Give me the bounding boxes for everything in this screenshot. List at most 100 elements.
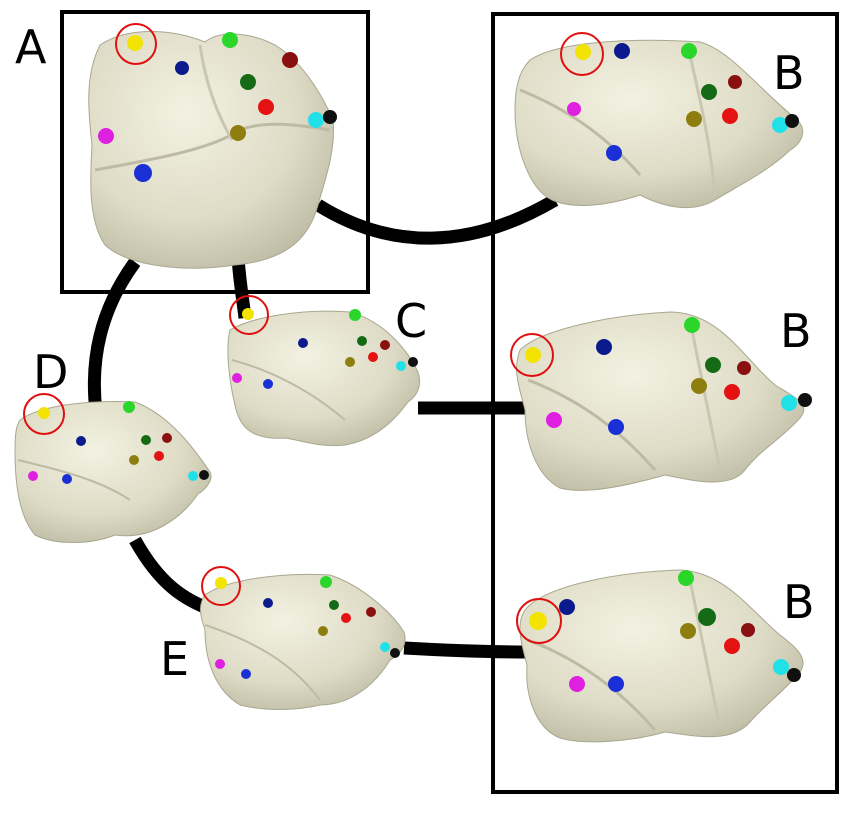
tooth-b-top <box>514 32 804 209</box>
landmark-magenta <box>98 128 114 144</box>
tooth-d-shape <box>14 401 212 543</box>
highlight-ring-b-top <box>560 32 604 76</box>
landmark-yellow <box>525 347 541 363</box>
tooth-b-top-landmarks <box>567 43 799 161</box>
landmark-dark-green <box>705 357 721 373</box>
landmark-olive <box>691 378 707 394</box>
landmark-olive <box>345 357 355 367</box>
landmark-blue <box>134 164 152 182</box>
landmark-black <box>798 393 812 407</box>
landmark-red <box>368 352 378 362</box>
landmark-navy <box>596 339 612 355</box>
tooth-b-bottom-landmarks <box>529 570 801 692</box>
landmark-black <box>199 470 209 480</box>
highlight-ring-b-bottom <box>516 598 562 644</box>
landmark-olive <box>230 125 246 141</box>
landmark-yellow <box>242 308 254 320</box>
landmark-cyan <box>772 117 788 133</box>
tooth-c-landmarks <box>232 308 418 389</box>
landmark-yellow <box>529 612 547 630</box>
tooth-a <box>88 23 337 269</box>
landmark-maroon <box>282 52 298 68</box>
tooth-e-shape <box>200 573 406 710</box>
tooth-c <box>227 295 421 447</box>
landmark-black <box>408 357 418 367</box>
landmark-green <box>349 309 361 321</box>
label-b-top: B <box>773 46 805 100</box>
landmark-yellow <box>38 407 50 419</box>
landmark-dark-green <box>357 336 367 346</box>
tooth-e-landmarks <box>215 576 400 679</box>
landmark-magenta <box>215 659 225 669</box>
landmark-navy <box>263 598 273 608</box>
connector-e-to-b-bottom <box>403 641 529 659</box>
landmark-red <box>154 451 164 461</box>
connectors <box>87 194 559 659</box>
landmark-blue <box>608 419 624 435</box>
landmark-navy <box>614 43 630 59</box>
label-d: D <box>33 345 68 399</box>
landmark-navy <box>298 338 308 348</box>
tooth-b-bottom-shape <box>519 569 804 743</box>
landmark-maroon <box>741 623 755 637</box>
tooth-e <box>200 566 406 710</box>
tooth-d <box>14 393 212 543</box>
landmark-green <box>123 401 135 413</box>
landmark-red <box>724 384 740 400</box>
label-c: C <box>395 294 427 348</box>
landmark-navy <box>559 599 575 615</box>
landmark-red <box>724 638 740 654</box>
landmark-dark-green <box>240 74 256 90</box>
landmark-magenta <box>569 676 585 692</box>
tooth-a-landmarks <box>98 32 337 182</box>
panel-labels: A B C B D B E <box>15 20 815 686</box>
tooth-b-middle-shape <box>516 311 805 491</box>
landmark-magenta <box>567 102 581 116</box>
landmark-magenta <box>28 471 38 481</box>
landmark-dark-green <box>141 435 151 445</box>
highlight-ring-e <box>201 566 241 606</box>
label-e: E <box>160 632 189 686</box>
landmark-green <box>681 43 697 59</box>
landmark-blue <box>62 474 72 484</box>
label-b-middle: B <box>780 304 812 358</box>
connector-a-to-b-top <box>314 194 559 245</box>
frame-a <box>60 10 370 294</box>
landmark-yellow <box>127 35 143 51</box>
landmark-green <box>222 32 238 48</box>
landmark-olive <box>318 626 328 636</box>
landmark-navy <box>76 436 86 446</box>
tooth-b-top-shape <box>514 39 804 209</box>
highlight-ring-d <box>23 393 65 435</box>
landmark-black <box>787 668 801 682</box>
landmark-cyan <box>773 659 789 675</box>
tooth-b-middle <box>510 311 812 491</box>
landmark-yellow <box>575 44 591 60</box>
landmark-cyan <box>188 471 198 481</box>
tooth-b-bottom <box>516 569 804 743</box>
landmark-cyan <box>308 112 324 128</box>
landmark-blue <box>263 379 273 389</box>
connector-d-to-e <box>129 536 215 617</box>
landmark-black <box>785 114 799 128</box>
landmark-yellow <box>215 577 227 589</box>
highlight-ring-b-middle <box>510 333 554 377</box>
label-b-bottom: B <box>783 575 815 629</box>
landmark-maroon <box>380 340 390 350</box>
highlight-ring-a <box>115 23 157 65</box>
tooth-b-middle-landmarks <box>525 317 812 435</box>
landmark-maroon <box>366 607 376 617</box>
landmark-olive <box>686 111 702 127</box>
landmark-cyan <box>396 361 406 371</box>
landmark-maroon <box>737 361 751 375</box>
landmark-olive <box>129 455 139 465</box>
landmark-green <box>678 570 694 586</box>
connector-a-to-c <box>231 257 252 319</box>
landmark-dark-green <box>329 600 339 610</box>
landmark-green <box>684 317 700 333</box>
landmark-dark-green <box>701 84 717 100</box>
landmark-red <box>722 108 738 124</box>
landmark-red <box>341 613 351 623</box>
tooth-a-shape <box>88 31 334 269</box>
